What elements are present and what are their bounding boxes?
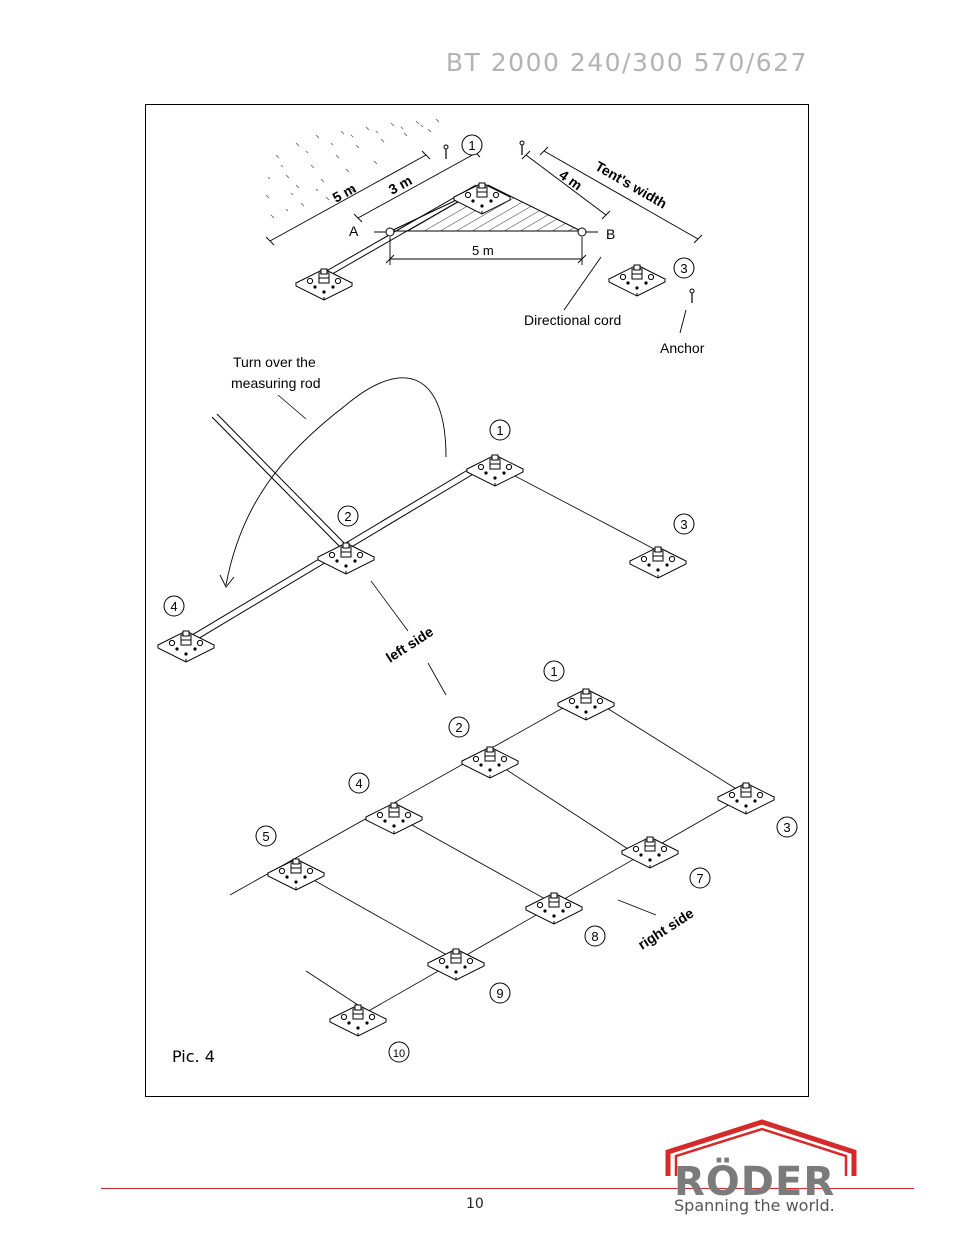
base-plate-3-bottom <box>717 782 775 815</box>
dimension-lines <box>265 146 703 334</box>
base-plate-3-middle <box>629 546 687 579</box>
dim-3m: 3 m <box>386 172 415 198</box>
label-point-a: A <box>349 223 359 239</box>
label-point-b: B <box>606 226 615 242</box>
cord-line <box>493 464 657 551</box>
marker-1-middle: 1 <box>496 423 503 438</box>
base-plate-8-bottom <box>525 892 583 925</box>
label-turn-over-1: Turn over the <box>233 354 316 370</box>
logo-wordmark: RÖDER <box>674 1159 836 1205</box>
roder-logo: RÖDER Spanning the world. <box>664 1118 864 1218</box>
base-plate-9-bottom <box>427 948 485 981</box>
measuring-rod-middle <box>181 413 481 647</box>
turn-arc-right <box>345 377 447 458</box>
point-a-marker <box>385 227 395 237</box>
dim-5m-bottom: 5 m <box>472 243 494 258</box>
base-plate-1-bottom <box>557 688 615 721</box>
dim-4m: 4 m <box>556 166 585 193</box>
marker-2-middle: 2 <box>344 509 351 524</box>
marker-3-top: 3 <box>680 261 687 276</box>
marker-5-bottom: 5 <box>262 829 269 844</box>
base-plate-4-middle <box>157 630 215 663</box>
dotted-field <box>265 118 440 219</box>
number-markers: 1 3 1 2 3 4 1 2 4 3 5 7 8 9 10 <box>163 134 798 1063</box>
assembly-diagram: 5 m 3 m 4 m Tent's width A B 5 m Directi… <box>157 118 798 1063</box>
marker-4-middle: 4 <box>170 599 177 614</box>
turn-arrowhead <box>219 574 235 588</box>
marker-2-bottom: 2 <box>455 720 462 735</box>
label-left-side: left side <box>383 623 436 665</box>
base-plate-3-top <box>608 264 666 297</box>
document-title: BT 2000 240/300 570/627 <box>445 48 808 77</box>
dim-tents-width: Tent's width <box>593 158 670 212</box>
anchor-peg <box>519 140 525 156</box>
marker-1-top: 1 <box>468 138 475 153</box>
point-b-marker <box>577 227 587 237</box>
page-number: 10 <box>466 1196 484 1212</box>
label-turn-over-2: measuring rod <box>231 375 321 391</box>
base-plate-left-top <box>295 268 353 301</box>
figure-caption: Pic. 4 <box>172 1047 215 1066</box>
marker-8-bottom: 8 <box>591 929 598 944</box>
label-anchor: Anchor <box>660 340 705 356</box>
marker-3-bottom: 3 <box>783 820 790 835</box>
marker-10-bottom: 10 <box>393 1048 405 1060</box>
marker-3-middle: 3 <box>680 517 687 532</box>
label-directional-cord: Directional cord <box>524 312 621 328</box>
base-plate-1-middle <box>466 454 524 487</box>
leader-line <box>277 394 307 420</box>
marker-1-bottom: 1 <box>550 664 557 679</box>
base-plate-2-middle <box>317 542 375 575</box>
leader-line <box>427 662 447 696</box>
figure-frame: 5 m 3 m 4 m Tent's width A B 5 m Directi… <box>145 104 809 1097</box>
turn-arc-left <box>225 404 347 586</box>
base-plate-4-bottom <box>365 802 423 835</box>
logo-roof-icon <box>665 1119 857 1176</box>
base-plate-2-bottom <box>461 746 519 779</box>
dim-5m-top: 5 m <box>330 180 359 206</box>
label-right-side: right side <box>635 905 697 953</box>
logo-tagline: Spanning the world. <box>674 1196 835 1215</box>
anchor-peg <box>689 288 695 304</box>
leader-line <box>617 899 657 916</box>
marker-4-bottom: 4 <box>355 776 362 791</box>
footer-rule <box>101 1188 914 1189</box>
base-plate-5-bottom <box>267 858 325 891</box>
marker-7-bottom: 7 <box>696 871 703 886</box>
base-plate-7-bottom <box>621 836 679 869</box>
base-plate-10-bottom <box>329 1004 387 1037</box>
anchor-peg <box>443 144 449 160</box>
leader-line <box>370 580 409 632</box>
marker-9-bottom: 9 <box>496 986 503 1001</box>
